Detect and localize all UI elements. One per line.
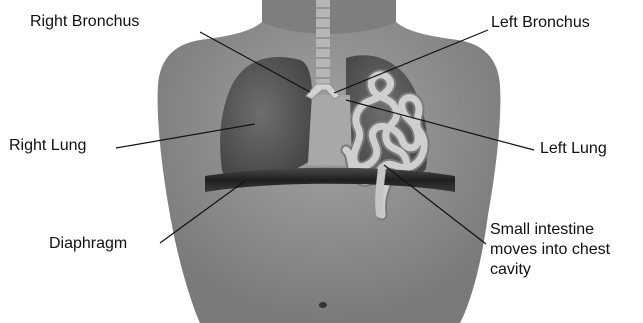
label-diaphragm: Diaphragm — [49, 234, 127, 254]
label-small-intestine-line-3: cavity — [490, 260, 643, 280]
label-right-bronchus: Right Bronchus — [30, 12, 139, 32]
intestine-through-diaphragm — [379, 168, 382, 214]
label-left-lung: Left Lung — [540, 139, 607, 159]
navel — [319, 302, 327, 308]
label-right-lung: Right Lung — [9, 136, 86, 156]
label-left-bronchus: Left Bronchus — [491, 13, 590, 33]
trachea — [316, 0, 330, 86]
label-small-intestine: Small intestine moves into chest cavity — [490, 220, 643, 280]
label-small-intestine-line-2: moves into chest — [490, 240, 643, 260]
label-small-intestine-line-1: Small intestine — [490, 220, 643, 240]
